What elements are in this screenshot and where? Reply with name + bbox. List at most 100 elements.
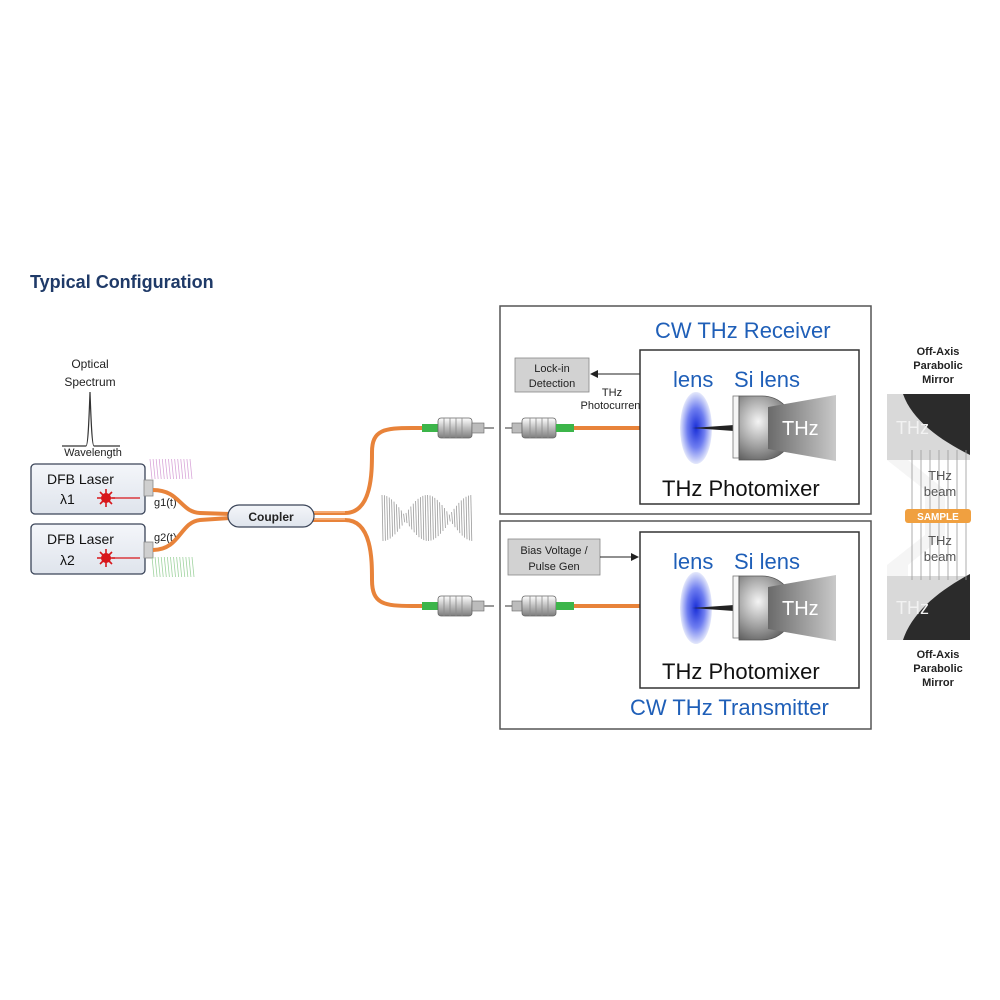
fiber-connector-receiver-in xyxy=(505,417,574,439)
beat-waveform-line xyxy=(398,507,401,529)
lock-in-line1: Lock-in xyxy=(534,363,569,375)
beat-waveform-line xyxy=(420,497,422,539)
beam-top-label-line2: beam xyxy=(924,484,957,499)
beat-waveform-line xyxy=(393,501,396,535)
receiver-thz-horn xyxy=(768,395,836,461)
waveform-line xyxy=(179,556,183,578)
fiber-connector-transmitter-in xyxy=(505,595,574,617)
fiber-connector-transmitter-out xyxy=(422,595,494,617)
bottom-mirror-label-line3: Mirror xyxy=(922,677,955,689)
waveform-line xyxy=(182,556,186,578)
waveform-line xyxy=(154,556,158,578)
waveform-line xyxy=(189,458,193,480)
optical-fibers xyxy=(152,426,438,608)
laser-1-symbol: λ1 xyxy=(60,491,75,507)
top-parabolic-mirror xyxy=(903,394,970,455)
beat-waveform-line xyxy=(434,497,437,539)
beat-waveform-line xyxy=(448,514,451,522)
waveform-line xyxy=(173,556,176,578)
transmitter-photomixer-label: THz Photomixer xyxy=(662,659,820,684)
beat-waveform-line xyxy=(408,509,410,527)
spectrum-title-line2: Spectrum xyxy=(64,375,115,389)
beat-waveform-line xyxy=(386,496,389,540)
beat-waveform-line xyxy=(451,512,453,524)
diagram-heading: Typical Configuration xyxy=(30,272,214,292)
lock-in-line2: Detection xyxy=(529,378,575,390)
transmitter-thz-horn xyxy=(768,575,836,641)
waveform-line xyxy=(177,458,181,480)
laser-star-icon xyxy=(97,489,115,507)
dfb-laser-1: DFB Laser λ1 xyxy=(30,463,146,515)
bottom-mirror-label-line2: Parabolic xyxy=(913,663,963,675)
beat-waveform-line xyxy=(422,495,425,541)
beat-waveform-line xyxy=(453,508,456,528)
waveform-line xyxy=(186,458,190,480)
beat-waveform-line xyxy=(429,495,432,541)
bias-voltage-box: Bias Voltage / Pulse Gen xyxy=(507,538,601,576)
transmitter-title: CW THz Transmitter xyxy=(630,695,829,720)
laser-2-symbol: λ2 xyxy=(60,552,75,568)
beat-waveform-line xyxy=(432,496,434,540)
beat-waveform-line xyxy=(417,498,420,538)
bottom-mirror-label-line1: Off-Axis xyxy=(917,649,960,661)
beam-top-label-line1: THz xyxy=(928,468,952,483)
beat-waveform-line xyxy=(444,508,446,528)
laser-1-port xyxy=(143,479,154,497)
laser-star-icon xyxy=(97,549,115,567)
photocurrent-arrow xyxy=(590,370,640,378)
photocurrent-line1: THz xyxy=(602,387,622,399)
top-mirror-label-line3: Mirror xyxy=(922,374,955,386)
waveform-line xyxy=(149,458,153,480)
waveform-line xyxy=(180,458,184,480)
waveform-line xyxy=(157,556,161,578)
waveform-line xyxy=(176,556,180,578)
beat-waveform-line xyxy=(391,499,393,537)
transmitter-si-substrate xyxy=(732,575,740,639)
beat-waveform-line xyxy=(458,502,461,534)
waveform-line xyxy=(163,556,167,578)
bottom-parabolic-mirror xyxy=(903,574,970,640)
photocurrent-line2: Photocurrent xyxy=(581,400,644,412)
beat-waveform-line xyxy=(412,503,415,533)
waveform-line xyxy=(188,556,192,578)
sample-label: SAMPLE xyxy=(917,512,959,523)
beat-waveform-line xyxy=(415,500,417,536)
lock-in-detection-box: Lock-in Detection xyxy=(514,357,590,393)
waveform-line xyxy=(161,458,165,480)
beat-waveform-line xyxy=(381,494,384,542)
receiver-focus-beam xyxy=(692,425,734,431)
laser-2-port xyxy=(143,541,154,559)
waveform-line xyxy=(168,458,171,480)
beat-waveform-line xyxy=(468,495,470,541)
signal-g1-label: g1(t) xyxy=(154,497,177,509)
beat-waveform-line xyxy=(465,496,468,540)
bias-arrow xyxy=(600,553,639,561)
receiver-photomixer-label: THz Photomixer xyxy=(662,476,820,501)
beat-waveform-line xyxy=(460,500,463,536)
waveform-line xyxy=(152,458,156,480)
beat-waveform-line xyxy=(384,495,386,541)
top-mirror-label-line1: Off-Axis xyxy=(917,346,960,358)
fiber-highlights xyxy=(312,511,345,520)
transmitter-focus-beam xyxy=(692,605,734,611)
top-mirror-label-line2: Parabolic xyxy=(913,360,963,372)
laser-2-waveform xyxy=(151,556,195,578)
receiver-lens-label: lens xyxy=(673,367,713,392)
waveform-line xyxy=(185,556,189,578)
coupler-label: Coupler xyxy=(248,510,294,524)
beat-waveform-line xyxy=(439,502,441,534)
laser-1-name: DFB Laser xyxy=(47,471,114,487)
waveform-line xyxy=(164,458,168,480)
bottom-mirror-thz-label: THz xyxy=(896,598,929,618)
beam-bottom-label-line2: beam xyxy=(924,549,957,564)
top-mirror-thz-label: THz xyxy=(896,418,929,438)
beat-waveform-line xyxy=(403,513,405,523)
spectrum-axis-label: Wavelength xyxy=(64,447,122,459)
spectrum-peak xyxy=(62,391,120,447)
waveform-line xyxy=(171,458,174,480)
sample xyxy=(905,509,971,523)
beat-waveform-line xyxy=(427,495,429,541)
waveform-line xyxy=(151,556,155,578)
beat-waveform-line xyxy=(470,495,473,541)
